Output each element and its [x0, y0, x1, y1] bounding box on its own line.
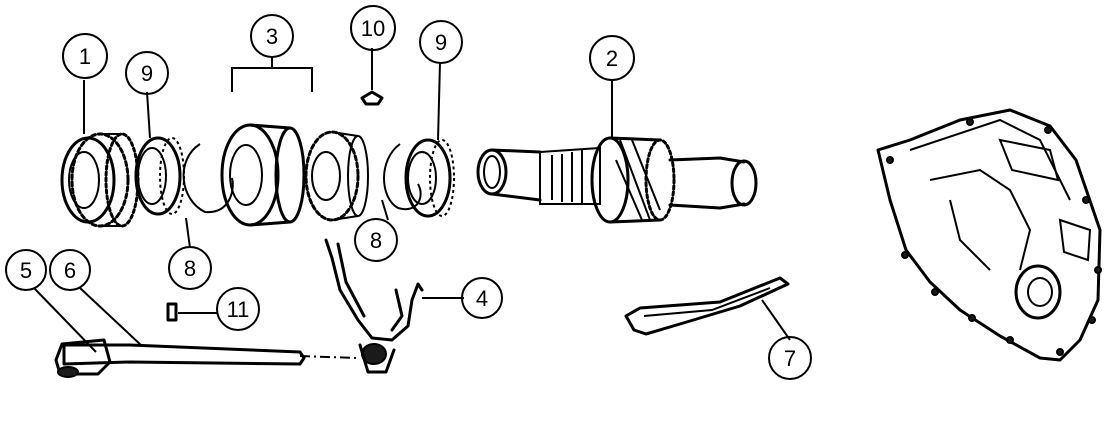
bracket-3: [231, 67, 313, 92]
svg-text:6: 6: [64, 258, 76, 283]
part-5-6-shift-rod: [54, 338, 357, 378]
callout-1: 1: [62, 33, 108, 79]
callout-2: 2: [589, 35, 635, 81]
callout-6: 6: [49, 249, 91, 291]
part-9-synchro-ring-left: [134, 136, 185, 216]
svg-text:2: 2: [606, 46, 618, 71]
callout-9-right: 9: [419, 20, 463, 64]
part-7-plate: [624, 276, 790, 336]
part-1-gear: [60, 132, 140, 228]
callout-8-right: 8: [354, 218, 398, 262]
svg-text:9: 9: [141, 61, 153, 86]
svg-text:4: 4: [476, 286, 488, 311]
part-2-shaft: [476, 136, 758, 224]
leader-9-right: [437, 61, 441, 141]
callout-8-left: 8: [168, 246, 212, 290]
callout-9-left: 9: [125, 51, 169, 95]
callout-7: 7: [768, 336, 812, 380]
part-8-spring-right: [383, 143, 422, 211]
part-9-synchro-ring-right: [404, 138, 455, 218]
svg-text:1: 1: [79, 44, 91, 69]
leader-9-left: [146, 91, 151, 139]
part-11-pin: [166, 302, 178, 322]
svg-text:9: 9: [435, 30, 447, 55]
svg-text:11: 11: [227, 297, 250, 322]
svg-text:8: 8: [370, 228, 382, 253]
callout-5: 5: [5, 249, 47, 291]
svg-text:10: 10: [361, 16, 385, 41]
part-10-clip: [360, 90, 384, 106]
callout-4: 4: [461, 277, 503, 319]
leader-7: [761, 299, 791, 341]
part-4-shift-fork: [324, 238, 424, 374]
part-3-synchronizer-assembly: [220, 123, 369, 227]
part-8-spring-left: [182, 143, 234, 214]
svg-text:5: 5: [20, 258, 32, 283]
transmission-case: [876, 108, 1102, 362]
leader-6: [79, 287, 143, 347]
svg-text:8: 8: [184, 256, 196, 281]
callout-10: 10: [350, 5, 396, 51]
callout-3: 3: [250, 14, 294, 58]
leader-5: [33, 287, 97, 353]
svg-text:7: 7: [784, 346, 796, 371]
leader-8-left: [185, 217, 191, 249]
callout-11: 11: [216, 287, 260, 331]
leader-8-right: [381, 199, 389, 221]
svg-text:3: 3: [266, 24, 278, 49]
